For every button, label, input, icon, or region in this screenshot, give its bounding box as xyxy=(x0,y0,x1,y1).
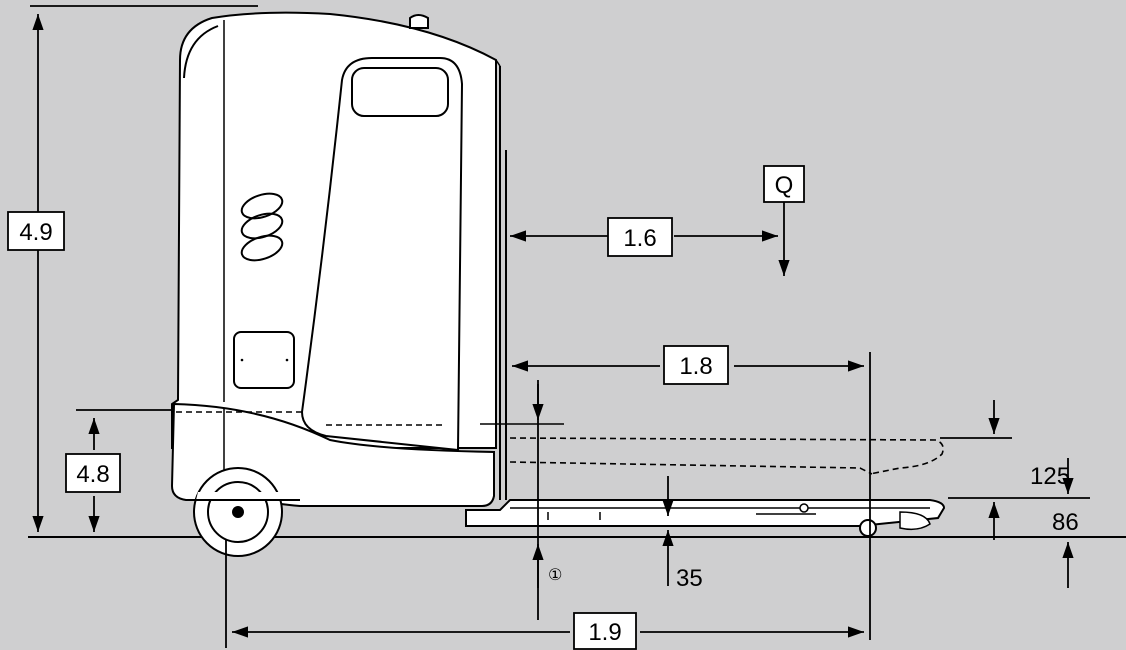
vent-1 xyxy=(240,192,284,220)
drive-wheel xyxy=(193,467,283,557)
label-lift-height: 125 xyxy=(1030,463,1070,490)
svg-text:1.8: 1.8 xyxy=(679,353,712,380)
label-base-height: 4.8 xyxy=(65,453,121,493)
truck-body xyxy=(170,11,501,507)
label-overall-length: 1.9 xyxy=(573,612,637,650)
label-fork-length: 1.8 xyxy=(663,345,729,385)
mast xyxy=(499,66,507,500)
svg-text:Q: Q xyxy=(775,172,794,199)
label-load-q: Q xyxy=(763,165,805,203)
fork-lifted-outline xyxy=(480,423,944,475)
fork xyxy=(465,499,946,537)
svg-text:4.8: 4.8 xyxy=(76,461,109,488)
svg-text:1.9: 1.9 xyxy=(588,619,621,646)
label-reference-mark: ① xyxy=(548,567,562,584)
label-overall-height: 4.9 xyxy=(7,211,65,251)
svg-text:4.9: 4.9 xyxy=(19,219,52,246)
side-plaque xyxy=(233,331,295,389)
door-handle xyxy=(351,67,449,117)
label-fork-height: 86 xyxy=(1052,509,1079,536)
label-load-center-distance: 1.6 xyxy=(607,217,673,257)
top-knob xyxy=(409,14,429,29)
vent-3 xyxy=(240,234,284,262)
door-panel xyxy=(300,57,464,452)
label-ground-clearance: 35 xyxy=(676,565,703,592)
svg-text:1.6: 1.6 xyxy=(623,225,656,252)
